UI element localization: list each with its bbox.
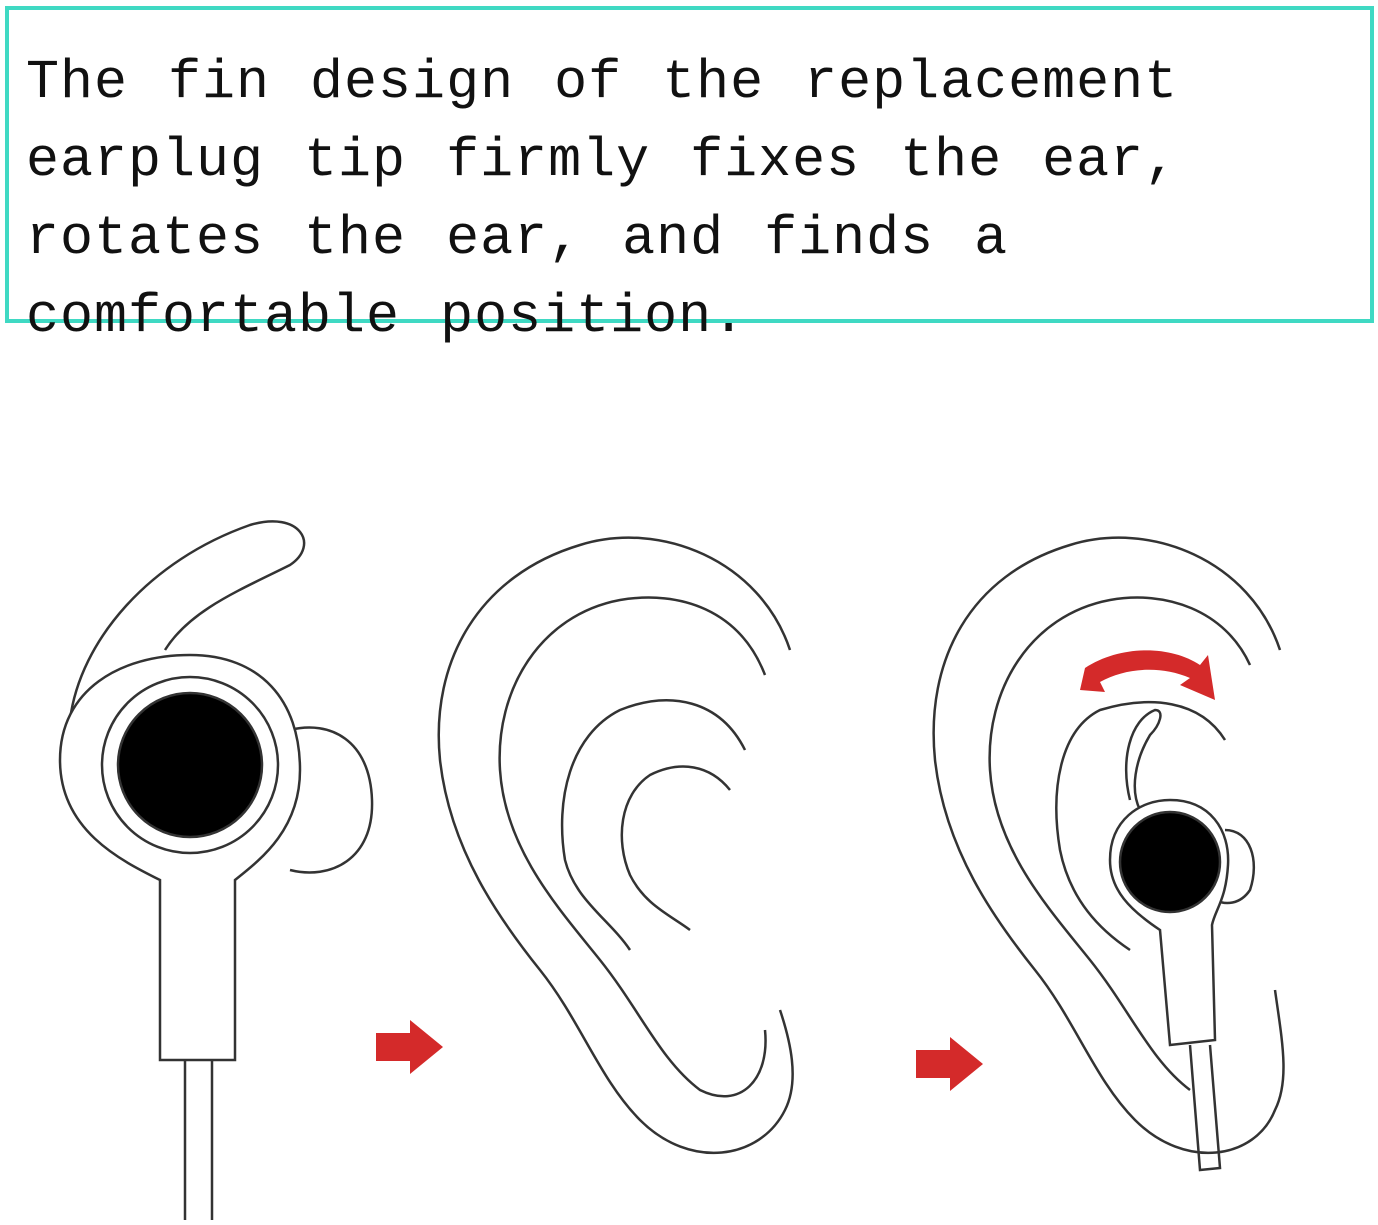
cable bbox=[183, 1060, 214, 1220]
ear-tip bbox=[289, 726, 374, 874]
ear bbox=[437, 536, 794, 1155]
earbud-with-fin bbox=[58, 520, 374, 1220]
speaker-mesh bbox=[116, 691, 264, 839]
caption-box bbox=[5, 6, 1374, 323]
cable bbox=[1188, 1044, 1222, 1172]
caption-text: The fin design of the replacement earplu… bbox=[26, 51, 1179, 348]
installation-illustration bbox=[58, 520, 1285, 1220]
earbud-inserted-in-ear bbox=[932, 536, 1285, 1172]
arrow-right-icon bbox=[916, 1037, 983, 1091]
arrow-right-icon bbox=[376, 1020, 443, 1074]
speaker-mesh bbox=[1118, 810, 1222, 914]
rotate-arrow-icon bbox=[1080, 650, 1215, 700]
